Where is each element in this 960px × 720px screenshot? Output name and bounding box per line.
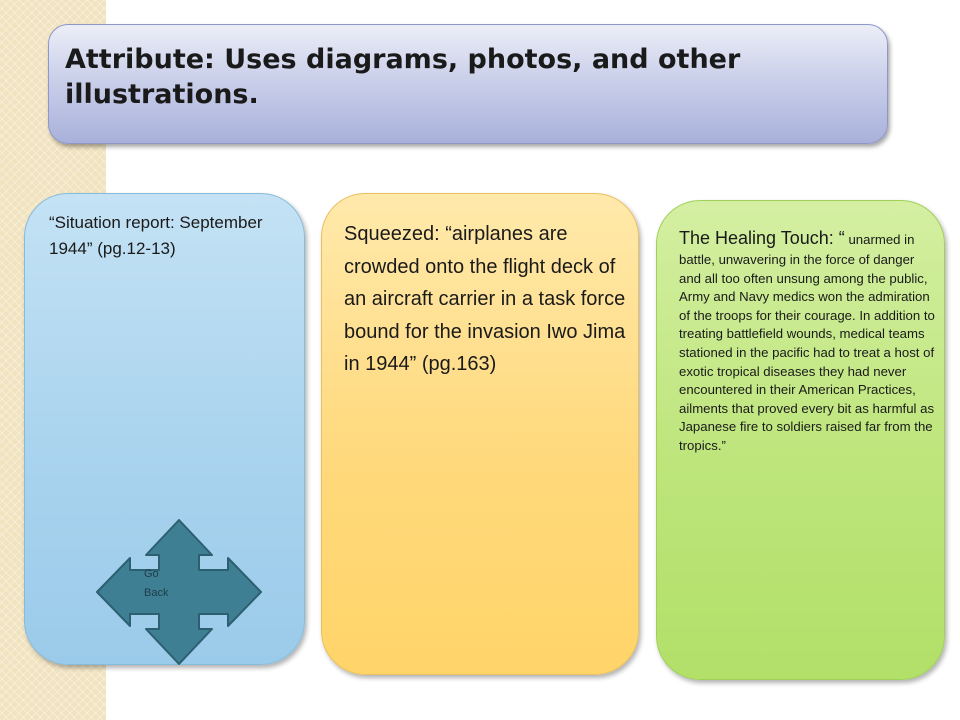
title-box: Attribute: Uses diagrams, photos, and ot… — [48, 24, 888, 144]
healing-touch-text: unarmed in battle, unwavering in the for… — [679, 232, 935, 453]
four-way-arrow-icon[interactable] — [96, 519, 262, 665]
squeezed-card: Squeezed: “airplanes are crowded onto th… — [321, 193, 639, 675]
squeezed-text: Squeezed: “airplanes are crowded onto th… — [344, 223, 626, 375]
healing-touch-card: The Healing Touch: “ unarmed in battle, … — [656, 200, 945, 680]
slide-title: Attribute: Uses diagrams, photos, and ot… — [65, 44, 741, 110]
healing-touch-heading: The Healing Touch: “ — [679, 228, 845, 248]
go-back-button[interactable]: Go Back — [144, 568, 169, 599]
situation-report-text: “Situation report: September 1944” (pg.1… — [49, 213, 263, 258]
healing-touch-body: The Healing Touch: “ unarmed in battle, … — [679, 225, 936, 456]
nav-arrow-shape[interactable] — [96, 519, 262, 665]
